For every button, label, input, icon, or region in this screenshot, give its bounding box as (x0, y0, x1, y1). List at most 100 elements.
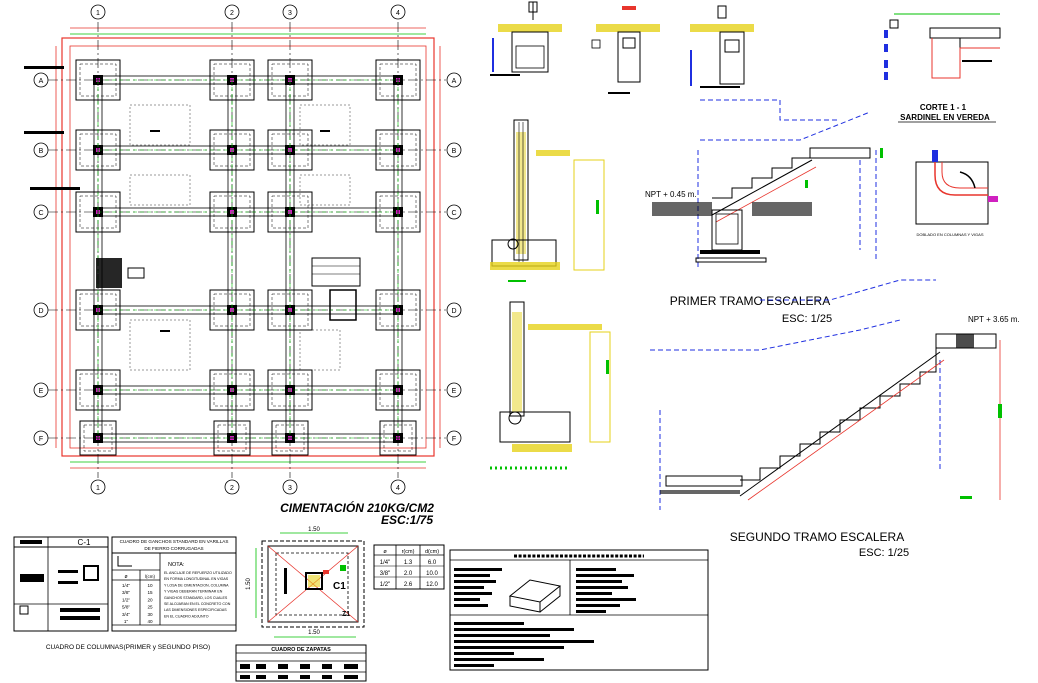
hooks-cell: 5/8" (122, 605, 130, 610)
bar-table-cell: 1/2" (380, 582, 390, 588)
axis-label: F (452, 436, 456, 443)
slab-label (320, 130, 330, 132)
hooks-col-phi: ø (124, 574, 127, 580)
stair-first-flight: NPT + 0.45 m. PRIMER TRAMO ESCALERA ESC:… (645, 99, 883, 325)
hooks-cell: 1/2" (122, 597, 130, 602)
footing-sections (490, 119, 611, 470)
bar-table-cell: 2.6 (404, 582, 413, 588)
footing-dim-side: 1.50 (246, 578, 252, 590)
axis-bubble (33, 430, 49, 446)
bar-table-cell: 6.0 (428, 560, 437, 566)
hooks-cell: 1/4" (122, 583, 130, 588)
corner-bend-detail: DOBLADO EN COLUMNAS Y VIGAS (915, 150, 998, 237)
axis-bottom-4: 4 (390, 479, 406, 495)
bar-table-cell: 12.0 (426, 582, 438, 588)
axis-top-4: 4 (390, 4, 406, 20)
axis-top-1: 1 (90, 4, 106, 20)
columns-table-caption: CUADRO DE COLUMNAS(PRIMER y SEGUNDO PISO… (46, 644, 210, 651)
axis-bubble (446, 302, 462, 318)
bar-table-cell: 10.0 (426, 571, 438, 577)
axis-label: 4 (396, 485, 400, 492)
slab-zone (129, 174, 191, 206)
spec-text-line (576, 598, 636, 601)
spec-text-line (454, 568, 502, 571)
hooks-cell: 40 (147, 619, 153, 624)
hooks-note-line: SE ALOJARAN EN EL CONCRETO CON (164, 602, 231, 606)
stair2-level: NPT + 3.65 m. (968, 315, 1020, 324)
axis-bubble (390, 479, 406, 495)
axis-label: 2 (230, 485, 234, 492)
spec-text-line (454, 646, 564, 649)
axis-label: B (452, 148, 457, 155)
hooks-note-line: Y VIGAS DEBERAN TERMINAR EN (164, 590, 223, 594)
corte-title: CORTE 1 - 1 (920, 103, 967, 112)
corner-note: DOBLADO EN COLUMNAS Y VIGAS (917, 232, 984, 237)
spec-text-line (576, 586, 628, 589)
axis-label: 1 (96, 10, 100, 17)
bar-table-cell: 2.0 (404, 571, 413, 577)
axis-label: E (39, 388, 44, 395)
stair1-scale: ESC: 1/25 (782, 313, 832, 325)
spec-text-line (454, 604, 488, 607)
corte-subtitle: SARDINEL EN VEREDA (900, 113, 990, 122)
axis-left-F: F (33, 430, 49, 446)
plan-title: CIMENTACIÓN 210KG/CM2 (280, 500, 434, 515)
axis-bottom-3: 3 (282, 479, 298, 495)
spec-text-line (454, 574, 490, 577)
footing-dim-top: 1.50 (308, 527, 320, 533)
slab-zone (299, 174, 351, 206)
spec-text-line (454, 592, 492, 595)
axis-left-B: B (33, 142, 49, 158)
axis-bubble (446, 72, 462, 88)
columns-table: C-1 CUADRO DE COLUMNAS(PRIMER y SEGUNDO … (13, 536, 210, 651)
hooks-table: CUADRO DE GANCHOS STANDARD EN VARILLAS D… (111, 536, 237, 632)
slab-zone (129, 104, 191, 146)
stair2-title: SEGUNDO TRAMO ESCALERA (730, 530, 904, 544)
axis-right-B: B (446, 142, 462, 158)
slab-zone (299, 329, 341, 371)
hooks-cell: 10 (147, 583, 153, 588)
spec-text-line (454, 598, 480, 601)
axis-bubble (33, 72, 49, 88)
axis-right-D: D (446, 302, 462, 318)
stair1-level: NPT + 0.45 m. (645, 190, 697, 199)
axis-label: 2 (230, 10, 234, 17)
axis-bubble (33, 302, 49, 318)
axis-bubble (390, 4, 406, 20)
axis-bubble (446, 382, 462, 398)
spec-text-line (454, 634, 550, 637)
spec-text-line (576, 580, 622, 583)
spec-text-line (576, 592, 612, 595)
footing-dim-bottom: 1.50 (308, 630, 320, 636)
bar-table-cell: 1.3 (404, 560, 413, 566)
axis-label: A (39, 78, 44, 85)
axis-bottom-2: 2 (224, 479, 240, 495)
spec-text-line (576, 574, 634, 577)
hooks-note-line: EL ANCLAJE DE REFUERZO UTILIZADO (164, 571, 232, 575)
spec-text-line (454, 664, 494, 667)
spec-text-line (454, 652, 514, 655)
stair2-scale: ESC: 1/25 (859, 547, 909, 559)
axis-label: D (38, 308, 43, 315)
bar-table-header: ø (383, 549, 387, 555)
axis-bubble (33, 142, 49, 158)
axis-left-D: D (33, 302, 49, 318)
slab-label (150, 130, 160, 132)
axis-label: C (451, 210, 456, 217)
axis-left-A: A (33, 72, 49, 88)
axis-right-A: A (446, 72, 462, 88)
hooks-cell: 3/8" (122, 590, 130, 595)
spec-text-line (454, 586, 484, 589)
bar-table-cell: 1/4" (380, 560, 390, 566)
axis-label: C (38, 210, 43, 217)
axis-right-F: F (446, 430, 462, 446)
axis-left-C: C (33, 204, 49, 220)
hooks-note-line: EN EL CUADRO ADJUNTO (164, 614, 209, 618)
slab-zone (299, 104, 351, 146)
axis-label: B (39, 148, 44, 155)
axis-left-E: E (33, 382, 49, 398)
axis-bubble (90, 4, 106, 20)
hooks-cell: 20 (147, 597, 153, 602)
